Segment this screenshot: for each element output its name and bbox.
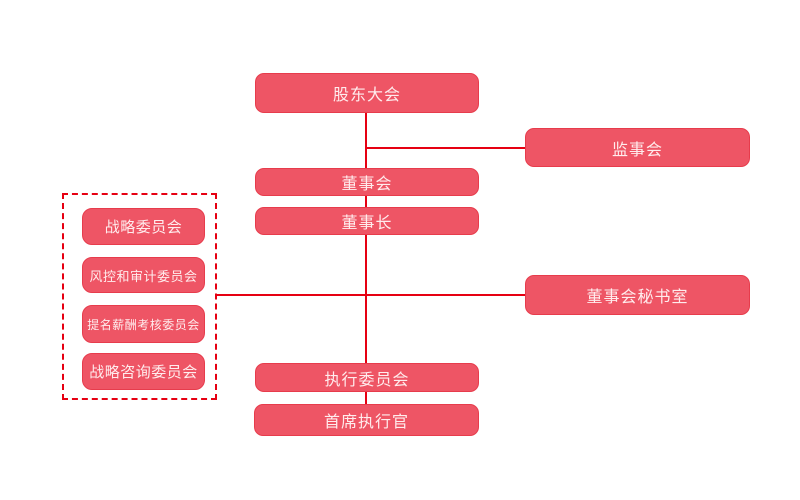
connector-executive-to-ceo <box>365 392 367 404</box>
connector-chairman-to-executive <box>365 235 367 363</box>
node-executive-committee: 执行委员会 <box>255 363 479 392</box>
node-ceo: 首席执行官 <box>254 404 479 436</box>
node-board-of-directors: 董事会 <box>255 168 479 196</box>
node-committee-risk-and-audit: 风控和审计委员会 <box>82 257 205 293</box>
node-committee-strategy-advisory: 战略咨询委员会 <box>82 353 205 390</box>
connector-board-to-chairman <box>365 196 367 207</box>
connector-shareholders-to-board <box>365 113 367 168</box>
node-supervisory-board: 监事会 <box>525 128 750 167</box>
node-shareholders-meeting: 股东大会 <box>255 73 479 113</box>
node-committee-strategy: 战略委员会 <box>82 208 205 245</box>
connector-committees-to-secretary <box>217 294 525 296</box>
committees-group-frame <box>62 193 217 400</box>
node-committee-nomination-remuneration: 提名薪酬考核委员会 <box>82 305 205 343</box>
node-board-secretary-office: 董事会秘书室 <box>525 275 750 315</box>
connector-branch-to-supervisory <box>366 147 525 149</box>
node-chairman: 董事长 <box>255 207 479 235</box>
